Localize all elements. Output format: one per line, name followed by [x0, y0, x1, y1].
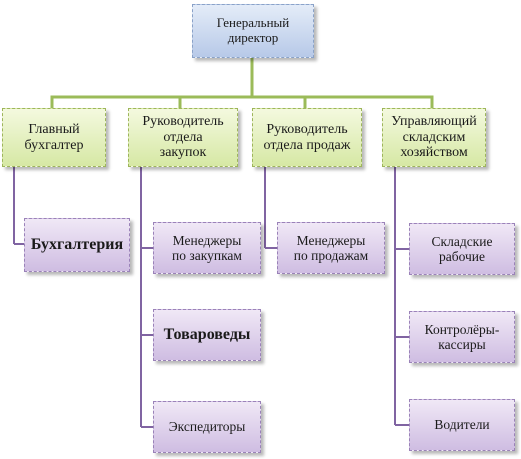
node-label: Генеральный директор	[216, 15, 290, 45]
node-procurement-managers: Менеджеры по закупкам	[153, 222, 261, 274]
node-controllers-cashiers: Контролёры- кассиры	[409, 311, 515, 363]
node-merchandisers: Товароведы	[153, 309, 261, 361]
node-procurement-head: Руководитель отдела закупок	[128, 108, 238, 167]
node-general-director: Генеральный директор	[192, 4, 314, 58]
node-label: Экспедиторы	[168, 419, 246, 435]
node-label: Руководитель отдела продаж	[263, 121, 351, 153]
node-label: Складские рабочие	[431, 233, 493, 264]
node-label: Руководитель отдела закупок	[142, 113, 224, 161]
node-label: Главный бухгалтер	[24, 121, 84, 153]
node-label: Контролёры- кассиры	[424, 321, 500, 352]
node-label: Бухгалтерия	[30, 236, 124, 254]
node-warehouse-manager: Управляющий складским хозяйством	[382, 108, 486, 167]
node-label: Управляющий складским хозяйством	[391, 113, 477, 161]
node-label: Менеджеры по закупкам	[172, 232, 242, 263]
node-label: Менеджеры по продажам	[293, 232, 369, 263]
node-forwarders: Экспедиторы	[153, 401, 261, 453]
node-sales-head: Руководитель отдела продаж	[252, 108, 362, 167]
node-label: Товароведы	[163, 326, 251, 344]
node-sales-managers: Менеджеры по продажам	[277, 222, 385, 274]
node-drivers: Водители	[409, 399, 515, 451]
node-label: Водители	[434, 417, 490, 433]
node-warehouse-workers: Складские рабочие	[409, 223, 515, 275]
node-chief-accountant: Главный бухгалтер	[2, 108, 106, 167]
node-accounting: Бухгалтерия	[24, 218, 130, 272]
